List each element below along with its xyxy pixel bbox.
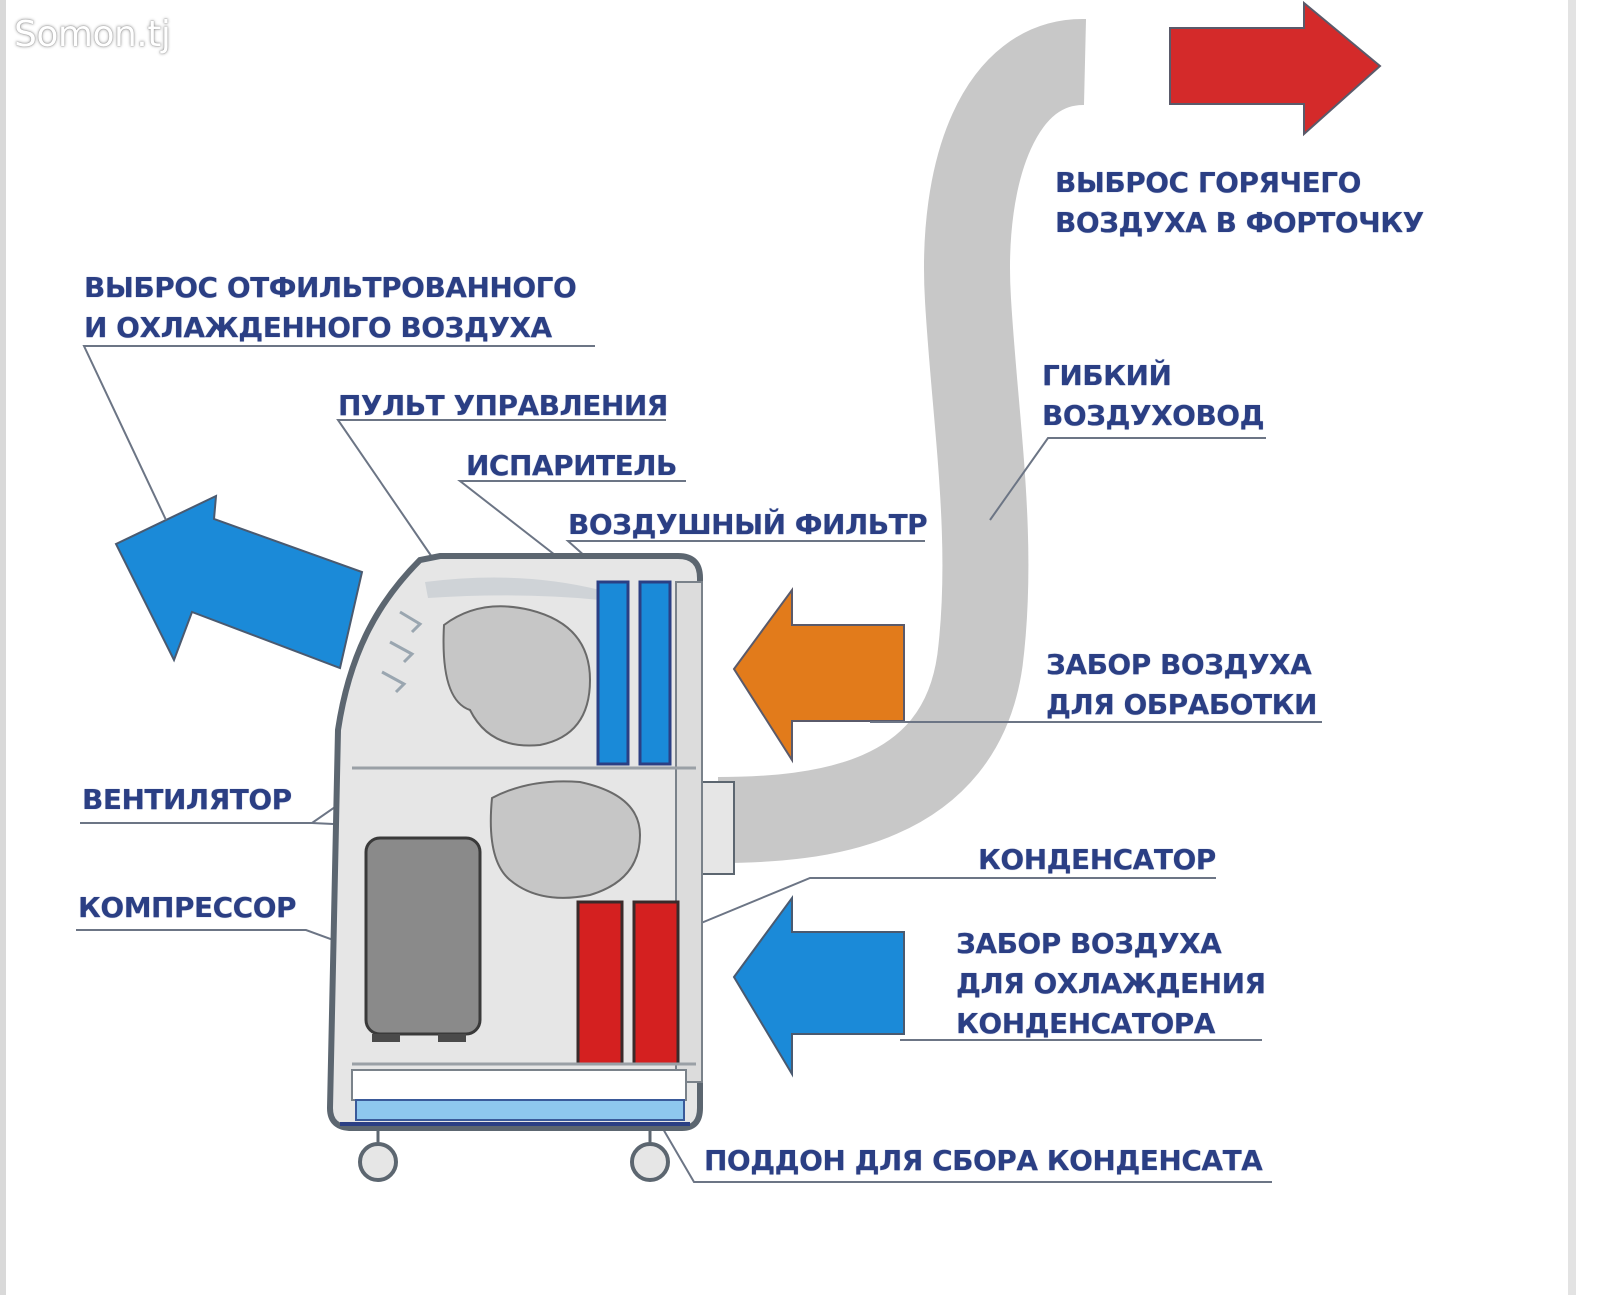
label-line: ВОЗДУХОВОД <box>1042 399 1265 432</box>
label-condenser: КОНДЕНСАТОР <box>978 843 1216 876</box>
label-intake-processing: ЗАБОР ВОЗДУХА ДЛЯ ОБРАБОТКИ <box>1046 645 1317 725</box>
leader-duct <box>989 437 1266 521</box>
wheel-left-icon <box>358 1128 398 1182</box>
label-line: ГИБКИЙ <box>1042 359 1172 392</box>
leader-control-panel <box>336 419 666 561</box>
label-line: КОНДЕНСАТОРА <box>956 1007 1215 1040</box>
evaporator-coil-right <box>638 580 672 766</box>
label-evaporator: ИСПАРИТЕЛЬ <box>466 449 677 482</box>
label-intake-condenser-cooling: ЗАБОР ВОЗДУХА ДЛЯ ОХЛАЖДЕНИЯ КОНДЕНСАТОР… <box>956 924 1266 1044</box>
condensate-tray-water <box>355 1099 685 1121</box>
compressor-foot-left <box>372 1034 400 1042</box>
label-line: И ОХЛАЖДЕННОГО ВОЗДУХА <box>84 311 552 344</box>
label-line: ДЛЯ ОБРАБОТКИ <box>1046 688 1317 721</box>
label-air-filter: ВОЗДУШНЫЙ ФИЛЬТР <box>568 508 928 541</box>
lower-fan-icon <box>489 780 642 899</box>
label-hot-air-out: ВЫБРОС ГОРЯЧЕГО ВОЗДУХА В ФОРТОЧКУ <box>1055 163 1424 243</box>
side-panel <box>675 581 703 1083</box>
evaporator-coil-left <box>596 580 630 766</box>
wheel-right-icon <box>630 1128 670 1182</box>
flexible-duct <box>717 19 1087 863</box>
label-control-panel: ПУЛЬТ УПРАВЛЕНИЯ <box>338 389 668 422</box>
label-line: ВОЗДУХА В ФОРТОЧКУ <box>1055 206 1424 239</box>
label-condensate-tray: ПОДДОН ДЛЯ СБОРА КОНДЕНСАТА <box>704 1144 1263 1177</box>
hot-air-arrow-icon <box>1169 0 1382 137</box>
leader-filtered-air <box>82 345 595 521</box>
label-compressor: КОМПРЕССОР <box>78 891 297 924</box>
condenser-coil-right <box>632 900 680 1066</box>
compressor-unit <box>364 836 482 1036</box>
vent-lines <box>381 610 423 694</box>
label-flexible-duct: ГИБКИЙ ВОЗДУХОВОД <box>1042 356 1265 436</box>
left-edge <box>0 0 6 1295</box>
label-line: ДЛЯ ОХЛАЖДЕНИЯ <box>956 967 1266 1000</box>
watermark-logo: Somon.tj <box>14 14 171 55</box>
unit-top-panel <box>425 577 600 600</box>
condensate-tray <box>351 1069 687 1101</box>
label-fan: ВЕНТИЛЯТОР <box>82 783 292 816</box>
processing-intake-arrow-icon <box>732 586 905 764</box>
condenser-intake-arrow-icon <box>732 894 905 1078</box>
label-line: ЗАБОР ВОЗДУХА <box>1046 648 1312 681</box>
label-filtered-air-out: ВЫБРОС ОТФИЛЬТРОВАННОГО И ОХЛАЖДЕННОГО В… <box>84 268 577 348</box>
compressor-foot-right <box>438 1034 466 1042</box>
condenser-coil-left <box>576 900 624 1066</box>
label-line: ВЫБРОС ГОРЯЧЕГО <box>1055 166 1361 199</box>
leader-condenser <box>659 877 1216 941</box>
leader-tray <box>651 1109 1272 1183</box>
upper-fan-icon <box>442 605 592 747</box>
cool-air-arrow-icon <box>114 494 364 670</box>
label-line: ЗАБОР ВОЗДУХА <box>956 927 1222 960</box>
label-line: ВЫБРОС ОТФИЛЬТРОВАННОГО <box>84 271 577 304</box>
right-edge <box>1568 0 1576 1295</box>
